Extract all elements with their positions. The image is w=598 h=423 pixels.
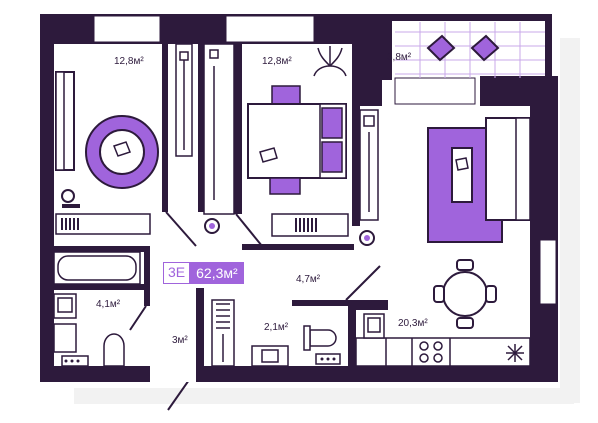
balcony-chair-left [426, 34, 456, 62]
entrance-gap [150, 366, 196, 382]
label-toilet: 2,1м² [264, 322, 289, 333]
bedside-bottom [269, 177, 301, 195]
outer-walls [40, 14, 558, 382]
stove-burners [419, 341, 443, 363]
dining-chairs [433, 259, 497, 329]
living-room [427, 117, 531, 329]
plant-icon [313, 46, 347, 77]
wc [309, 329, 337, 347]
label-bedroom-left: 12,8м² [114, 56, 144, 67]
pillow-bottom [321, 141, 343, 173]
hall-right-column [359, 109, 379, 246]
entrance-wardrobe [211, 299, 235, 367]
bedside-top [271, 85, 301, 105]
radiator-center [271, 213, 349, 237]
toilet-room [251, 325, 341, 367]
balcony-grid [395, 22, 545, 78]
left-bedroom [55, 43, 193, 235]
pillow-top [321, 107, 343, 139]
corridor-wardrobe [203, 43, 235, 234]
coffee-table [451, 147, 473, 203]
windows-top [93, 15, 557, 305]
bathroom [53, 251, 141, 367]
balcony-chair-right [470, 34, 500, 62]
shadow-right [560, 38, 580, 403]
label-corridor: 3м² [172, 335, 188, 346]
label-living-kitchen: 20,3м² [398, 318, 428, 329]
label-hall: 4,7м² [296, 274, 321, 285]
plant-pot [61, 189, 75, 203]
balcony [395, 22, 545, 78]
kitchen [355, 313, 531, 367]
label-balcony: 3,8м² [387, 52, 412, 63]
shadow-bottom [74, 388, 574, 404]
kitchen-counter [355, 337, 531, 367]
apartment-code: 3E [163, 262, 191, 284]
area-badge: 3E 62,3м² [163, 262, 244, 284]
label-bathroom: 4,1м² [96, 299, 121, 310]
label-bedroom-center: 12,8м² [262, 56, 292, 67]
interior-walls [54, 44, 388, 368]
center-bedroom [247, 46, 349, 237]
total-area: 62,3м² [190, 262, 244, 284]
washer [53, 323, 77, 353]
radiator-shelf [55, 213, 151, 235]
fridge-icon [506, 344, 524, 362]
bathroom-toilet [103, 333, 125, 367]
dining-table [442, 271, 488, 317]
